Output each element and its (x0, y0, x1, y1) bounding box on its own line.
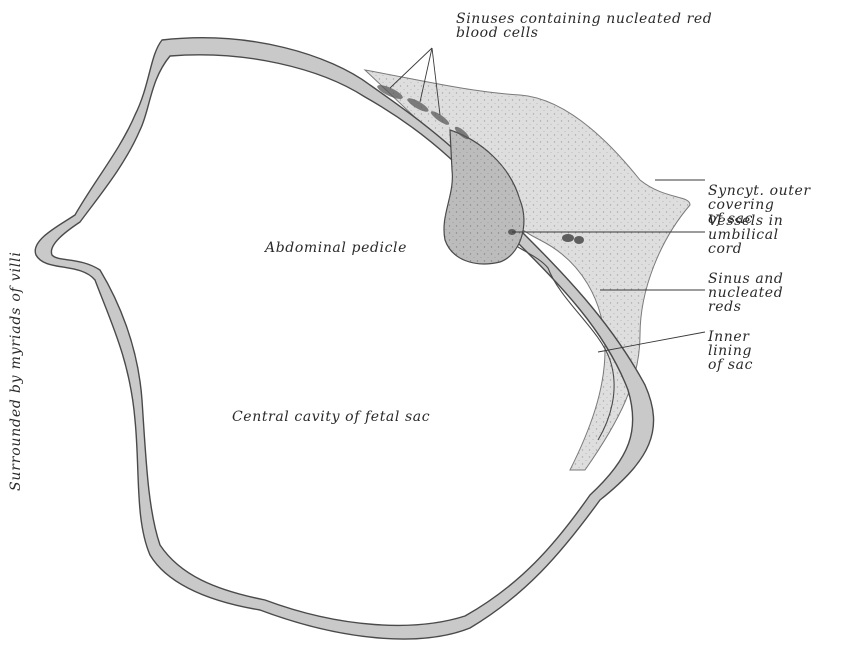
label-central-cavity: Central cavity of fetal sac (232, 410, 430, 424)
label-vessels: Vessels in umbilical cord (708, 214, 783, 256)
label-sinus-reds: Sinus and nucleated reds (708, 272, 783, 314)
label-inner-lining: Inner lining of sac (708, 330, 753, 372)
label-villi: Surrounded by myriads of villi (8, 251, 24, 491)
label-abdominal-pedicle: Abdominal pedicle (265, 241, 407, 255)
label-sinuses: Sinuses containing nucleated red blood c… (456, 12, 712, 40)
